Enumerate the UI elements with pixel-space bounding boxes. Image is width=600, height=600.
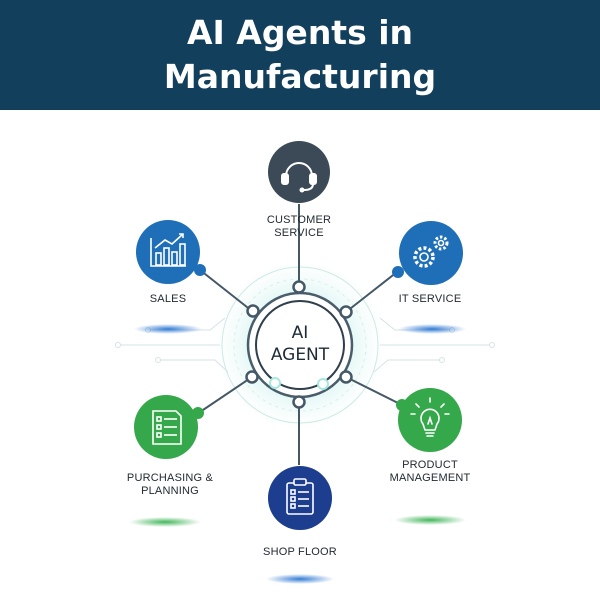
node-dot xyxy=(194,264,206,276)
label-line1: CUSTOMER xyxy=(266,214,332,226)
bar-chart-icon xyxy=(150,233,186,267)
label-it-service: IT SERVICE xyxy=(398,293,462,305)
hub-ports xyxy=(245,280,353,409)
node-shop-floor[interactable] xyxy=(268,466,332,530)
clipboard-checklist-icon xyxy=(286,478,314,515)
hub-label-line2: AGENT xyxy=(270,345,330,365)
label-line1: PURCHASING & xyxy=(126,472,214,484)
label-sales: SALES xyxy=(149,293,187,305)
document-icon xyxy=(152,410,182,445)
hub-label-line1: AI xyxy=(291,323,309,343)
node-dot xyxy=(192,407,204,419)
node-purchasing-planning[interactable] xyxy=(134,395,204,459)
ai-agent-hub[interactable] xyxy=(246,291,354,399)
headset-icon xyxy=(281,162,317,193)
node-circle xyxy=(268,466,332,530)
node-circle xyxy=(136,220,200,284)
label-customer-service: CUSTOMER SERVICE xyxy=(244,214,354,240)
connector-lines xyxy=(196,204,403,465)
label-line2: MANAGEMENT xyxy=(389,472,471,484)
node-it-service[interactable] xyxy=(392,221,463,285)
node-dot xyxy=(392,266,404,278)
lightbulb-icon xyxy=(410,397,450,437)
gears-icon xyxy=(413,235,449,268)
label-line2: PLANNING xyxy=(141,485,199,497)
title-banner: AI Agents in Manufacturing xyxy=(0,0,600,110)
node-product-management[interactable] xyxy=(396,388,462,452)
ground-shadows xyxy=(129,324,466,584)
hub-label: AI AGENT xyxy=(255,322,345,366)
node-sales[interactable] xyxy=(136,220,206,284)
label-line1: PRODUCT xyxy=(402,459,458,471)
label-purchasing-planning: PURCHASING & PLANNING xyxy=(110,472,230,498)
node-circle xyxy=(268,141,330,203)
node-circle xyxy=(399,221,463,285)
hub-highlights xyxy=(269,377,329,390)
page-title: AI Agents in Manufacturing xyxy=(163,13,437,96)
node-customer-service[interactable] xyxy=(268,141,330,203)
label-shop-floor: SHOP FLOOR xyxy=(263,546,337,558)
label-product-management: PRODUCT MANAGEMENT xyxy=(370,459,490,485)
label-line2: SERVICE xyxy=(274,227,324,239)
agent-hub-diagram xyxy=(115,141,495,584)
node-dot xyxy=(396,399,408,411)
